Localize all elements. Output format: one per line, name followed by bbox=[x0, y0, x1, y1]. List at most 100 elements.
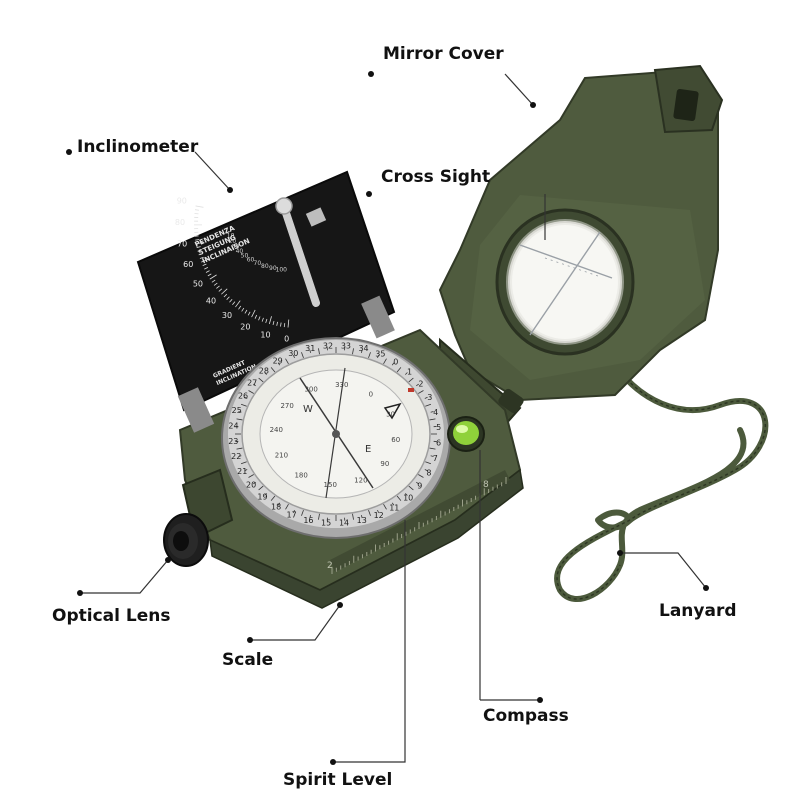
incl-tick bbox=[194, 209, 200, 211]
incl-tick bbox=[196, 246, 201, 248]
bezel-label: 35 bbox=[375, 350, 385, 359]
cross-sight-lines bbox=[519, 231, 613, 336]
incl-tick bbox=[226, 296, 230, 300]
bezel-tick bbox=[360, 349, 363, 353]
bezel-label: 27 bbox=[247, 378, 257, 387]
bezel-tick bbox=[425, 461, 432, 465]
label-optical-lens: Optical Lens bbox=[52, 606, 171, 626]
bezel-label: 11 bbox=[389, 503, 399, 512]
bezel-tick bbox=[258, 377, 264, 383]
bezel-tick bbox=[301, 352, 304, 359]
sight-slot bbox=[673, 89, 699, 121]
bezel-tick bbox=[285, 358, 289, 365]
bezel-tick bbox=[429, 418, 436, 421]
incl-tick bbox=[232, 301, 236, 305]
ruler-label-2: 2 bbox=[327, 561, 333, 571]
incl-percent-label: 100 bbox=[276, 266, 288, 273]
label-inclinometer: Inclinometer bbox=[77, 137, 199, 157]
bezel-tick bbox=[258, 485, 264, 491]
bezel-tick bbox=[405, 493, 408, 496]
incl-tick bbox=[247, 311, 251, 316]
north-marker-icon bbox=[408, 388, 414, 392]
incl-degree-label: 40 bbox=[206, 297, 216, 306]
bezel-tick bbox=[416, 383, 419, 387]
bezel-tick bbox=[301, 509, 304, 516]
bezel-label: 17 bbox=[287, 510, 297, 519]
bezel-label: 15 bbox=[321, 519, 331, 528]
bezel-tick bbox=[416, 481, 419, 485]
bezel-label: 12 bbox=[374, 511, 384, 520]
bezel-label: 13 bbox=[357, 516, 367, 525]
bezel-tick bbox=[368, 352, 371, 359]
incl-percent-label: 60 bbox=[247, 257, 255, 264]
bezel-label: 23 bbox=[228, 437, 238, 446]
dial-label: 180 bbox=[294, 472, 307, 480]
bezel-tick bbox=[309, 349, 312, 353]
bezel-label: 24 bbox=[228, 421, 238, 430]
bezel-tick bbox=[391, 362, 395, 366]
dot-lanyard-end bbox=[703, 585, 709, 591]
incl-tick bbox=[223, 293, 228, 298]
dial-label: 60 bbox=[391, 436, 400, 444]
dial-label: 0 bbox=[369, 390, 373, 398]
incl-tick bbox=[195, 241, 204, 245]
incl-percent-label: 20 bbox=[229, 238, 237, 245]
bezel-label: 33 bbox=[341, 341, 351, 350]
bezel-tick bbox=[318, 348, 320, 355]
dot-optical-lens bbox=[77, 590, 83, 596]
label-lanyard: Lanyard bbox=[659, 601, 737, 621]
incl-degree-label: 70 bbox=[177, 240, 187, 249]
incl-percent-label: 50 bbox=[241, 253, 249, 260]
incl-degree-label: 10 bbox=[260, 330, 270, 339]
bezel-label: 0 bbox=[393, 358, 398, 367]
incl-tick bbox=[198, 253, 203, 256]
dial-label: 300 bbox=[304, 385, 317, 393]
bezel-label: 10 bbox=[403, 494, 413, 503]
optical-lens bbox=[163, 468, 234, 567]
incl-tick bbox=[276, 321, 278, 326]
incl-percent-label: 90 bbox=[269, 265, 277, 272]
bezel-label: 25 bbox=[232, 406, 242, 415]
bezel-label: 26 bbox=[238, 392, 248, 401]
bezel-tick bbox=[396, 367, 402, 373]
dial-label: 270 bbox=[280, 402, 293, 410]
bezel-label: 22 bbox=[231, 452, 241, 461]
bezel-tick bbox=[377, 354, 380, 359]
bezel-label: 32 bbox=[323, 341, 333, 350]
bezel-label: 4 bbox=[433, 408, 438, 417]
incl-percent-label: 80 bbox=[261, 263, 269, 270]
incl-tick bbox=[213, 282, 218, 286]
bezel-tick bbox=[391, 502, 395, 506]
bezel-tick bbox=[270, 495, 276, 501]
incl-degree-label: 50 bbox=[193, 280, 203, 289]
incl-tick bbox=[207, 273, 212, 277]
incl-tick bbox=[258, 316, 261, 321]
bezel-tick bbox=[318, 513, 320, 520]
label-cross-sight: Cross Sight bbox=[381, 167, 491, 187]
incl-percent-label: 10 bbox=[227, 233, 235, 240]
dial-label: 150 bbox=[324, 481, 337, 489]
mirror-window bbox=[495, 208, 635, 356]
bezel-tick bbox=[408, 485, 414, 491]
bezel-label: 14 bbox=[339, 519, 349, 528]
bezel-tick bbox=[244, 469, 248, 472]
incl-tick bbox=[218, 288, 223, 292]
dot-lanyard bbox=[617, 550, 623, 556]
dot-optical-lens-end bbox=[165, 557, 171, 563]
bezel-tick bbox=[264, 493, 267, 496]
bezel-tick bbox=[352, 513, 354, 520]
incl-tick bbox=[235, 300, 241, 308]
incl-tick bbox=[283, 323, 286, 328]
incl-tick bbox=[244, 309, 248, 314]
bezel-tick bbox=[264, 372, 267, 375]
bezel-label: 3 bbox=[427, 393, 432, 402]
bezel-label: 18 bbox=[271, 502, 281, 511]
bezel-label: 7 bbox=[433, 454, 438, 463]
bezel-tick bbox=[383, 503, 387, 510]
lanyard-texture bbox=[556, 364, 767, 600]
bezel-label: 6 bbox=[436, 439, 441, 448]
bezel-label: 21 bbox=[237, 467, 247, 476]
incl-tick bbox=[205, 270, 210, 273]
